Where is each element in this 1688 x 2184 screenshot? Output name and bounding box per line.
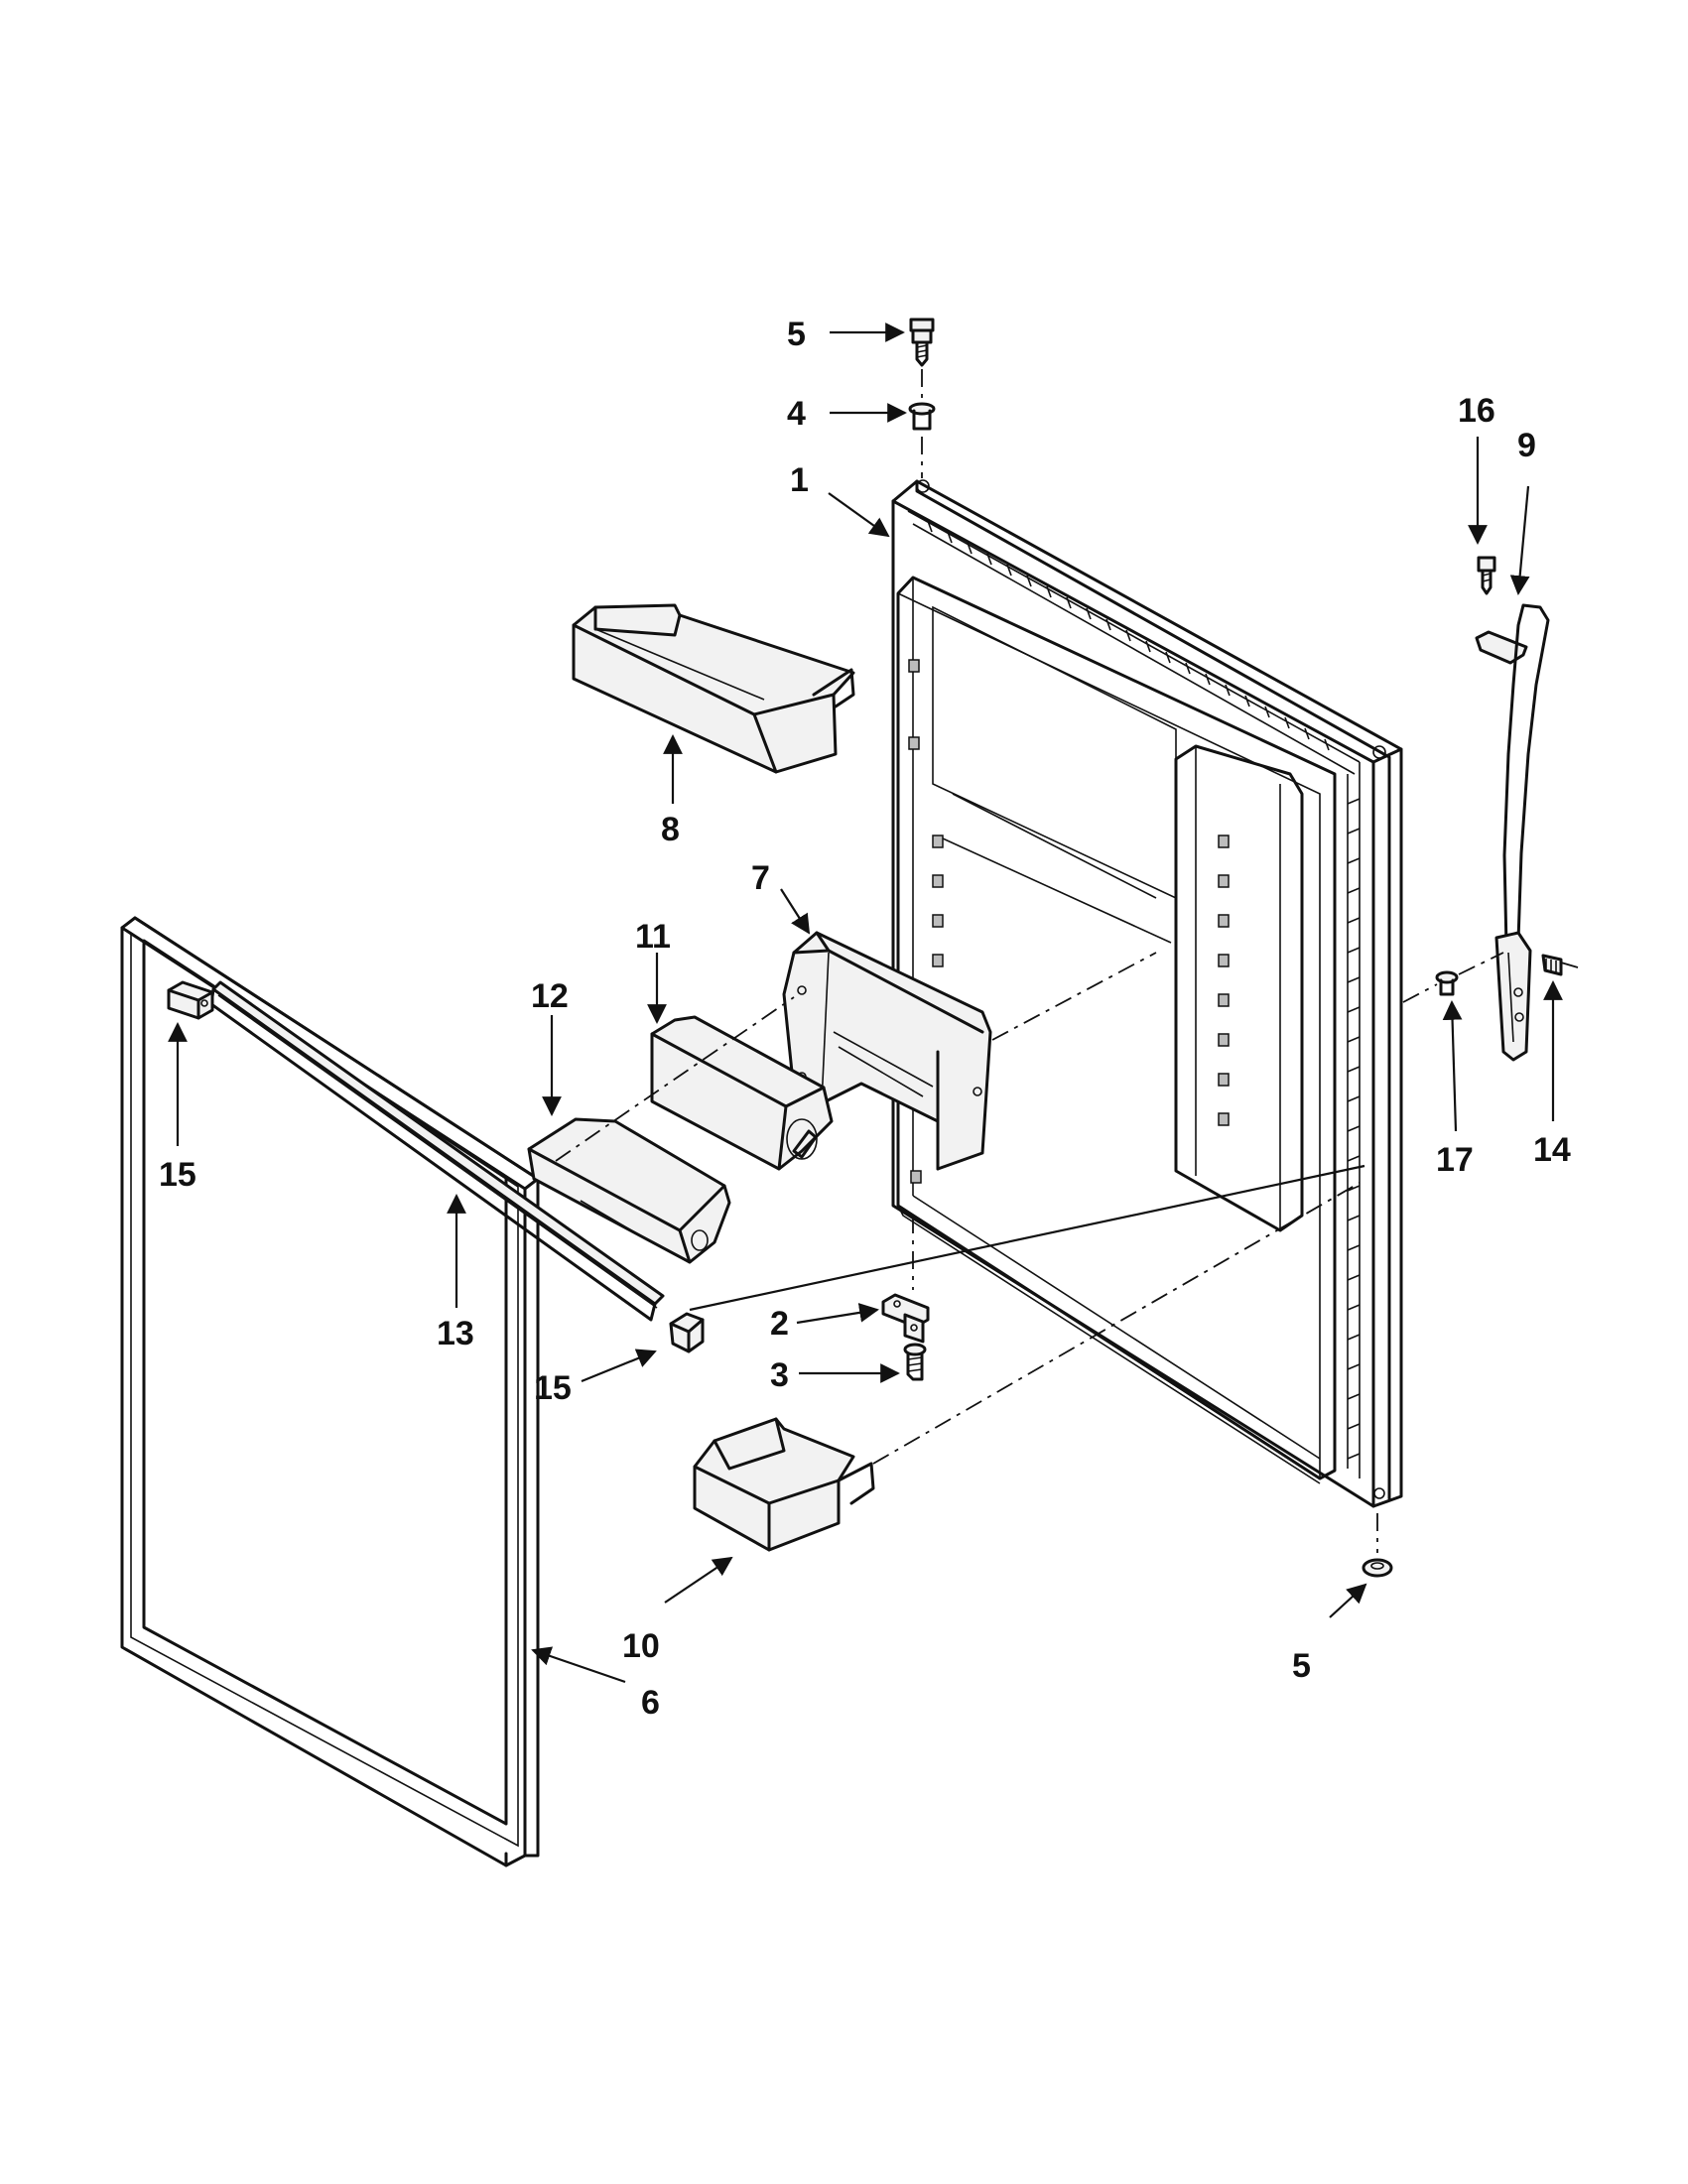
callout-2: 2 (770, 1305, 789, 1343)
callout-4: 4 (787, 395, 806, 433)
callout-17: 17 (1436, 1141, 1474, 1179)
callout-11: 11 (635, 918, 671, 956)
door-bin-bracket-part[interactable] (782, 931, 992, 1171)
door-bin-lower-part[interactable] (693, 1417, 875, 1552)
callout-6: 6 (641, 1684, 660, 1722)
callout-9: 9 (1517, 427, 1536, 464)
handle-mounting-stud-part[interactable] (1435, 970, 1459, 996)
handle-screw-upper-part[interactable] (1477, 556, 1496, 595)
callout-14: 14 (1533, 1131, 1571, 1169)
callout-8: 8 (661, 811, 680, 848)
dairy-door-part[interactable] (527, 1117, 731, 1264)
door-handle-part[interactable] (1475, 603, 1550, 1062)
handle-set-screw-part[interactable] (1541, 954, 1563, 976)
hinge-screw-lower-part[interactable] (903, 1343, 927, 1381)
callout-15-right: 15 (534, 1369, 572, 1407)
hinge-washer-bottom-part[interactable] (1362, 1558, 1393, 1578)
trim-end-cap-right-part[interactable] (669, 1312, 705, 1353)
callout-5-bottom: 5 (1292, 1647, 1311, 1685)
callout-16: 16 (1458, 392, 1495, 430)
door-bin-upper-part[interactable] (572, 603, 855, 774)
callout-15-left: 15 (159, 1156, 196, 1194)
trim-end-cap-left-part[interactable] (167, 980, 214, 1020)
callout-5-top: 5 (787, 316, 806, 353)
dairy-compartment-part[interactable] (650, 1015, 834, 1171)
door-liner-part[interactable] (891, 479, 1403, 1508)
callout-3: 3 (770, 1356, 789, 1394)
hinge-bushing-part[interactable] (908, 402, 936, 431)
callout-7: 7 (751, 859, 770, 897)
assembly-lines (555, 369, 1579, 1553)
lower-hinge-bracket-part[interactable] (881, 1293, 930, 1344)
leader-arrows (168, 322, 1563, 1684)
callout-12: 12 (531, 977, 569, 1015)
callout-10: 10 (622, 1627, 660, 1665)
hinge-screw-top-part[interactable] (909, 318, 935, 367)
callout-labels: 5 4 1 16 9 8 7 11 12 15 13 15 2 3 14 17 … (159, 316, 1571, 1722)
callout-13: 13 (437, 1315, 474, 1352)
callout-1: 1 (790, 461, 809, 499)
